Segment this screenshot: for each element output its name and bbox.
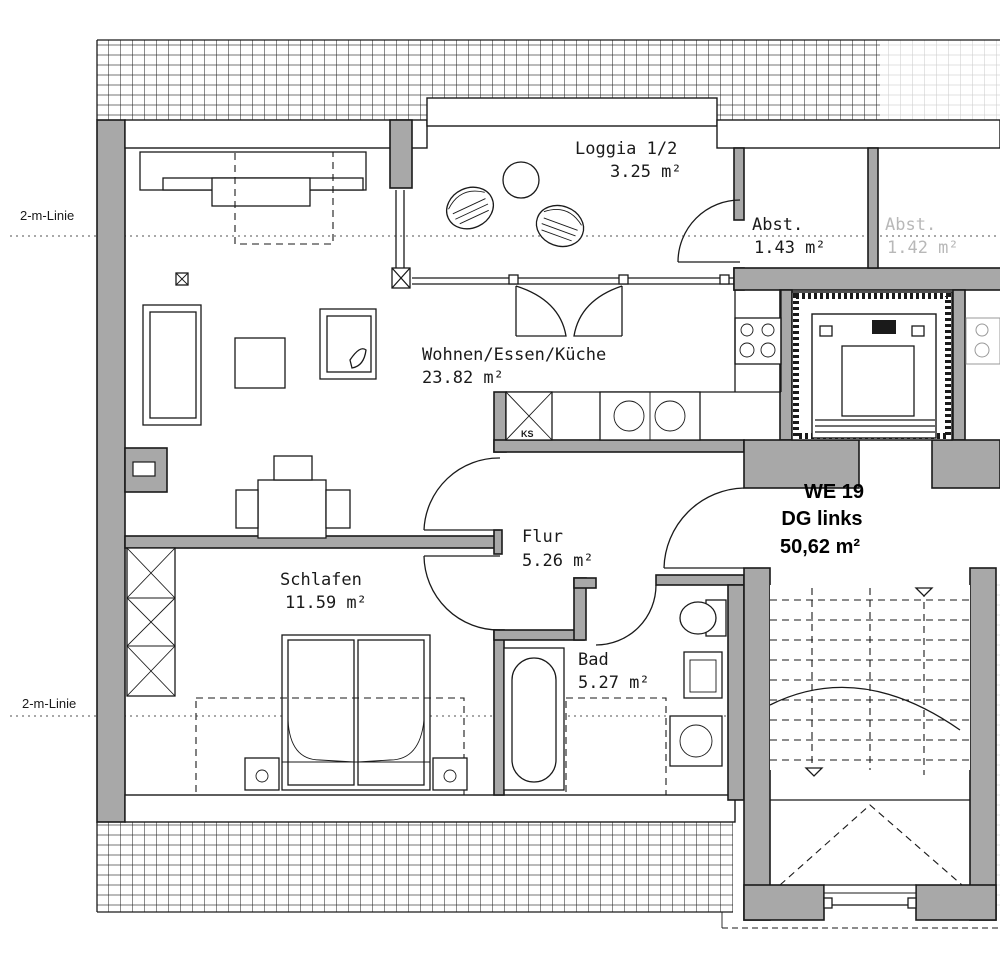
flur-area: 5.26 m² xyxy=(522,551,594,571)
room-label-wohnen: Wohnen/Essen/Küche 23.82 m² xyxy=(422,345,606,388)
unit-area: 50,62 m² xyxy=(780,536,860,558)
schlafen-name: Schlafen xyxy=(280,570,362,590)
loggia-table xyxy=(502,161,540,199)
room-label-bad: Bad 5.27 m² xyxy=(578,650,650,693)
fridge-label: KS xyxy=(521,429,534,439)
two-m-line-bottom: 2-m-Linie xyxy=(10,696,740,717)
roof-bottom xyxy=(96,822,733,913)
room-label-abst-right: Abst. 1.42 m² xyxy=(885,215,959,258)
two-m-line-top: 2-m-Linie xyxy=(10,208,1000,237)
living-room-furniture: KS xyxy=(139,151,782,539)
exterior-walls xyxy=(96,97,1000,823)
coffee-table xyxy=(234,337,286,389)
washing-machine xyxy=(669,715,723,767)
interior-walls xyxy=(124,147,1000,921)
unit-number: WE 19 xyxy=(804,481,864,503)
flur-doors xyxy=(423,457,745,646)
two-m-line-top-label: 2-m-Linie xyxy=(20,208,74,223)
schlafen-area: 11.59 m² xyxy=(285,593,367,613)
neighbor-kitchen xyxy=(965,317,1000,365)
elevator-shaft xyxy=(791,291,953,441)
staircase xyxy=(721,585,1000,929)
unit-info: WE 19 DG links 50,62 m² xyxy=(780,481,864,558)
unit-floor: DG links xyxy=(781,508,862,530)
loggia-area-text: 3.25 m² xyxy=(610,162,682,182)
bad-name: Bad xyxy=(578,650,609,670)
loggia-area xyxy=(391,161,741,337)
abst-right-name: Abst. xyxy=(885,215,936,235)
room-label-schlafen: Schlafen 11.59 m² xyxy=(280,570,367,613)
loggia-name: Loggia 1/2 xyxy=(575,139,677,159)
dining-table xyxy=(257,479,327,539)
bedroom-furniture xyxy=(126,547,468,796)
bathroom-furniture xyxy=(503,599,727,796)
two-m-line-bottom-label: 2-m-Linie xyxy=(22,696,76,711)
room-label-loggia: Loggia 1/2 3.25 m² xyxy=(575,139,682,182)
wohnen-name: Wohnen/Essen/Küche xyxy=(422,345,606,365)
abst-right-area: 1.42 m² xyxy=(887,238,959,258)
cooktop xyxy=(734,317,782,365)
bad-area: 5.27 m² xyxy=(578,673,650,693)
abst-left-name: Abst. xyxy=(752,215,803,235)
flur-name: Flur xyxy=(522,527,563,547)
loggia-chair-2 xyxy=(535,204,585,248)
wohnen-area: 23.82 m² xyxy=(422,368,504,388)
abst-left-area: 1.43 m² xyxy=(754,238,826,258)
room-label-abst-left: Abst. 1.43 m² xyxy=(752,215,826,258)
loggia-chair-1 xyxy=(446,186,494,230)
room-label-flur: Flur 5.26 m² xyxy=(522,527,594,571)
